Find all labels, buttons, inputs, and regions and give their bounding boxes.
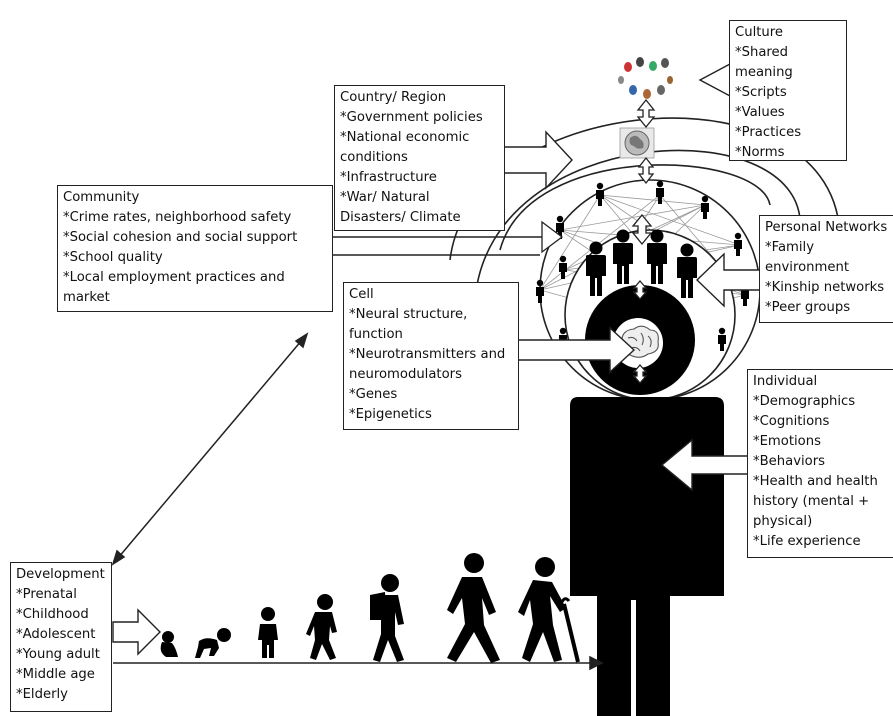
diagonal-arrow (111, 332, 309, 566)
timeline-arrow (113, 655, 604, 671)
culture-list: *Shared meaning *Scripts *Values *Practi… (735, 43, 841, 163)
list-item: *Middle age (16, 667, 95, 682)
list-item: *Shared meaning (735, 45, 793, 80)
connector-arrowheads (541, 220, 564, 254)
child-icon (258, 607, 278, 658)
list-item: *Local employment practices and market (63, 270, 285, 305)
cell-title: Cell (349, 287, 374, 302)
list-item: *Scripts (735, 85, 787, 100)
community-box: Community *Crime rates, neighborhood saf… (57, 185, 333, 312)
list-item: *Young adult (16, 647, 100, 662)
culture-box: Culture *Shared meaning *Scripts *Values… (729, 20, 847, 161)
list-item: *Epigenetics (349, 407, 432, 422)
development-list: *Prenatal *Childhood *Adolescent *Young … (16, 585, 106, 705)
community-list: *Crime rates, neighborhood safety *Socia… (63, 208, 327, 308)
list-item: *Neurotransmitters and neuromodulators (349, 347, 506, 382)
block-arrows (112, 62, 767, 656)
personal-networks-title: Personal Networks (765, 220, 888, 235)
list-item: *Life experience (753, 534, 861, 549)
list-item: *Emotions (753, 434, 821, 449)
list-item: *Social cohesion and social support (63, 230, 298, 245)
list-item: *Neural structure, function (349, 307, 468, 342)
country-region-title: Country/ Region (340, 90, 447, 105)
handprints-icon (618, 57, 673, 99)
toddler-icon (195, 628, 231, 658)
individual-box: Individual *Demographics *Cognitions *Em… (747, 369, 893, 558)
list-item: *Practices (735, 125, 802, 140)
list-item: *Norms (735, 145, 785, 160)
list-item: *Behaviors (753, 454, 826, 469)
list-item: *War/ Natural Disasters/ Climate (340, 190, 461, 225)
kid-icon (306, 594, 337, 660)
development-stages (160, 553, 580, 663)
list-item: *Elderly (16, 687, 68, 702)
country-region-list: *Government policies *National economic … (340, 108, 499, 228)
cell-box: Cell *Neural structure, function *Neurot… (343, 282, 519, 430)
community-title: Community (63, 190, 140, 205)
adult-icon (447, 553, 500, 663)
country-region-box: Country/ Region *Government policies *Na… (334, 85, 505, 231)
list-item: *Adolescent (16, 627, 96, 642)
list-item: *Prenatal (16, 587, 77, 602)
individual-list: *Demographics *Cognitions *Emotions *Beh… (753, 392, 889, 552)
list-item: *Kinship networks (765, 280, 885, 295)
teen-icon (370, 574, 404, 662)
list-item: *National economic conditions (340, 130, 470, 165)
list-item: *Genes (349, 387, 398, 402)
list-item: *Demographics (753, 394, 856, 409)
list-item: *Cognitions (753, 414, 830, 429)
individual-title: Individual (753, 374, 818, 389)
list-item: *Health and health history (mental + phy… (753, 474, 878, 529)
list-item: *Family environment (765, 240, 849, 275)
list-item: *Infrastructure (340, 170, 437, 185)
globe-icon (619, 127, 655, 159)
list-item: *Government policies (340, 110, 483, 125)
baby-icon (160, 631, 178, 657)
elderly-icon (518, 557, 580, 663)
development-box: Development *Prenatal *Childhood *Adoles… (10, 562, 112, 712)
list-item: *Crime rates, neighborhood safety (63, 210, 292, 225)
personal-networks-list: *Family environment *Kinship networks *P… (765, 238, 889, 318)
cell-list: *Neural structure, function *Neurotransm… (349, 305, 513, 425)
personal-networks-box: Personal Networks *Family environment *K… (759, 215, 893, 323)
list-item: *Values (735, 105, 785, 120)
list-item: *Peer groups (765, 300, 851, 315)
culture-title: Culture (735, 25, 784, 40)
list-item: *School quality (63, 250, 163, 265)
connector-lines (320, 236, 560, 275)
list-item: *Childhood (16, 607, 89, 622)
development-title: Development (16, 567, 105, 582)
level-arrows (631, 98, 656, 384)
